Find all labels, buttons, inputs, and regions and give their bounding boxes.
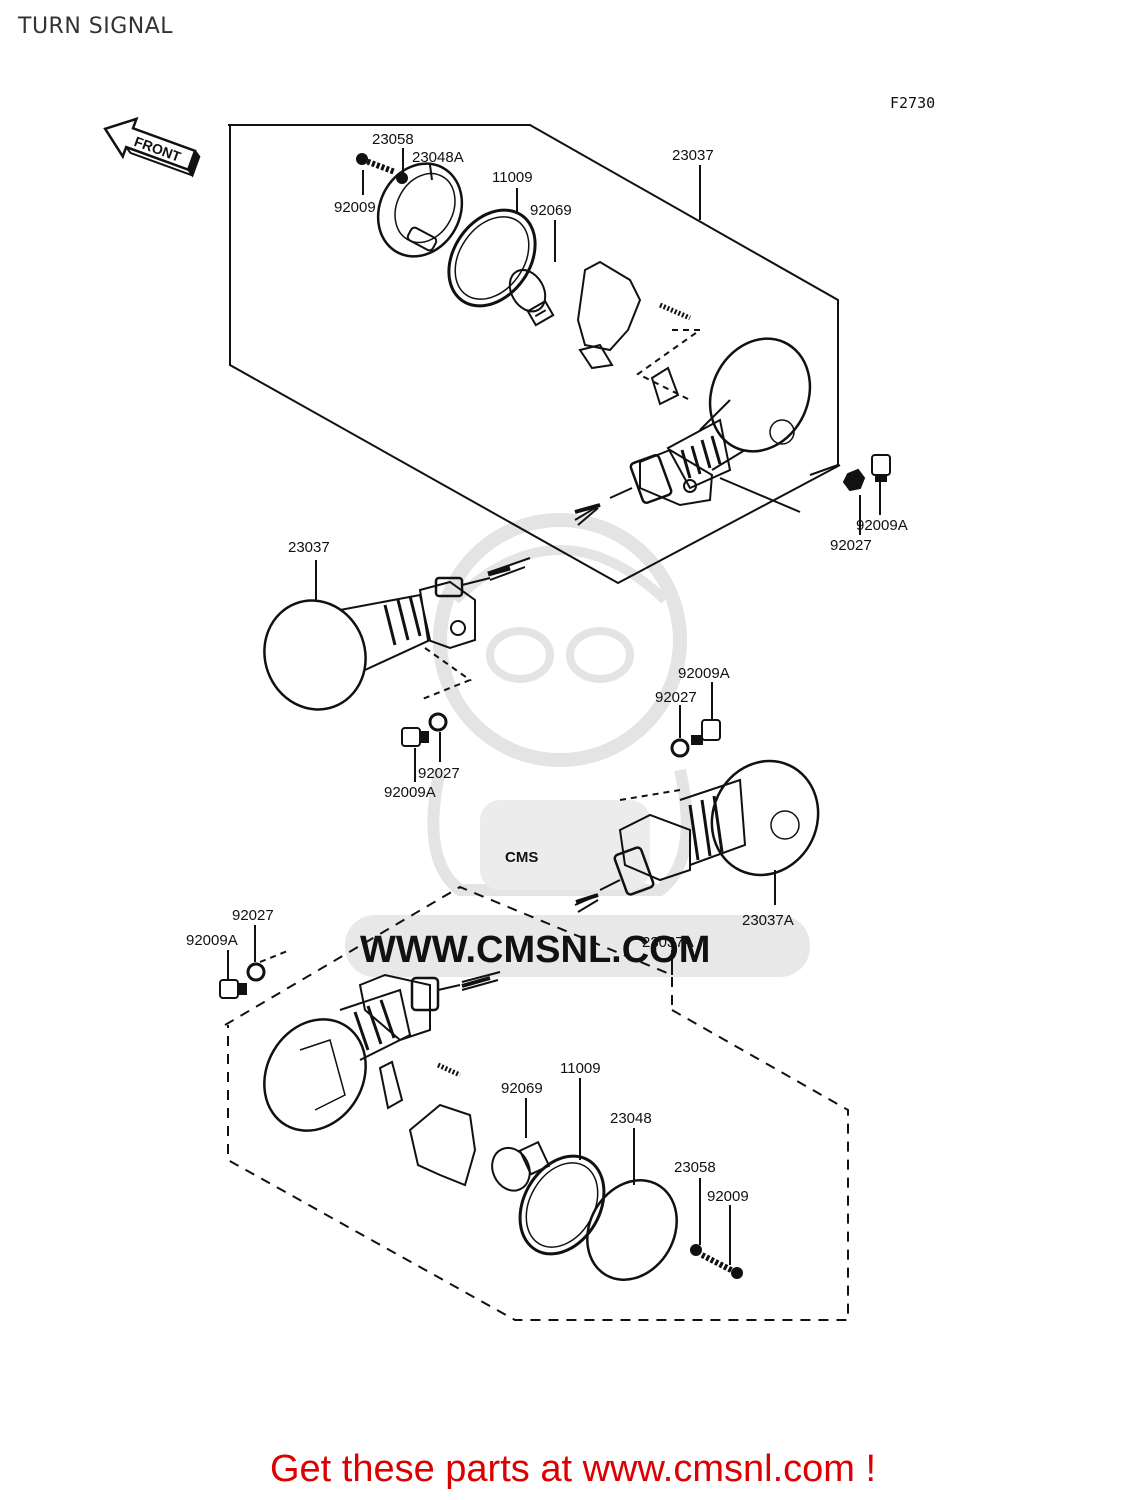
- nut-92027-top: [842, 468, 866, 492]
- bolt-92009A-top: [871, 454, 891, 482]
- watermark-mascot-head: [433, 513, 687, 767]
- bolt-92009A-mid-left: [401, 727, 429, 747]
- watermark-banner: [345, 915, 810, 977]
- label-23037A-right: 23037A: [742, 912, 794, 929]
- nut-92027-mid-right: [670, 738, 690, 758]
- label-92009A-top: 92009A: [856, 517, 908, 534]
- watermark: [345, 513, 810, 977]
- contact-plate: [650, 366, 680, 406]
- label-92069-top: 92069: [530, 202, 572, 219]
- top-assembly-box: [228, 124, 841, 585]
- watermark-mascot-eye-left: [486, 627, 554, 683]
- label-92009-bottom: 92009: [707, 1188, 749, 1205]
- bolt-92009A-mid-right: [691, 719, 721, 745]
- lens-23048A: [376, 162, 464, 258]
- label-11009-top: 11009: [492, 169, 533, 186]
- label-23037A-bottom: 23037A: [642, 934, 694, 951]
- turn-signal-housing-bottom: [263, 1018, 367, 1132]
- label-92069-bottom: 92069: [501, 1080, 543, 1097]
- nut-92027-bottom: [246, 962, 266, 982]
- parts-diagram: CMS WWW.CMSNL.COM F2730 FRONT: [103, 94, 935, 1321]
- gasket-11009-bottom: [518, 1154, 606, 1256]
- page-title: TURN SIGNAL: [18, 14, 174, 39]
- mid-left-assembly: [263, 557, 531, 782]
- front-arrow-icon: FRONT: [103, 116, 201, 178]
- figure-code: F2730: [890, 94, 935, 112]
- screw-small-bottom: [436, 1062, 462, 1078]
- label-23048-bottom: 23048: [610, 1110, 652, 1127]
- turn-signal-housing-mid-right: [710, 759, 820, 877]
- label-23058-top: 23058: [372, 131, 414, 148]
- footer-cta-link[interactable]: Get these parts at www.cmsnl.com !: [269, 1448, 877, 1490]
- label-92027-top: 92027: [830, 537, 872, 554]
- label-92009A-mid: 92009A: [384, 784, 436, 801]
- watermark-logo-text: CMS: [505, 849, 538, 866]
- mid-right-assembly: [574, 682, 820, 913]
- label-92009-top: 92009: [334, 199, 376, 216]
- contact-plate-bottom: [378, 1060, 404, 1110]
- watermark-logo-box: [480, 800, 650, 890]
- gasket-11009: [447, 208, 537, 308]
- label-23037-top: 23037: [672, 147, 714, 164]
- top-assembly: [228, 124, 891, 585]
- socket-bracket-bottom: [408, 1103, 477, 1187]
- screw-small-top: [659, 302, 691, 321]
- turn-signal-housing-mid-left: [263, 599, 367, 711]
- bottom-assembly: [219, 885, 849, 1321]
- label-92027-right: 92027: [655, 689, 697, 706]
- label-92009A-right: 92009A: [678, 665, 730, 682]
- label-92027-bottom: 92027: [232, 907, 274, 924]
- label-23048A-top: 23048A: [412, 149, 464, 166]
- bottom-assembly-box: [224, 885, 849, 1321]
- label-23037-mid: 23037: [288, 539, 330, 556]
- nut-92027-mid-left: [428, 712, 448, 732]
- bulb-92069: [508, 269, 555, 327]
- bolt-92009A-bottom: [219, 979, 247, 999]
- screw-92009-bottom: [690, 1244, 743, 1279]
- label-92027-mid: 92027: [418, 765, 460, 782]
- label-11009-bottom: 11009: [560, 1060, 601, 1077]
- lens-23048-bottom: [586, 1179, 678, 1281]
- turn-signal-housing-top: [574, 337, 812, 526]
- label-92009A-bottom: 92009A: [186, 932, 238, 949]
- watermark-url-text: WWW.CMSNL.COM: [360, 929, 710, 971]
- bulb-92069-bottom: [491, 1140, 551, 1192]
- watermark-mascot-eye-right: [566, 627, 634, 683]
- screw-92009-top: [356, 153, 408, 184]
- socket-bracket: [576, 260, 642, 352]
- label-23058-bottom: 23058: [674, 1159, 716, 1176]
